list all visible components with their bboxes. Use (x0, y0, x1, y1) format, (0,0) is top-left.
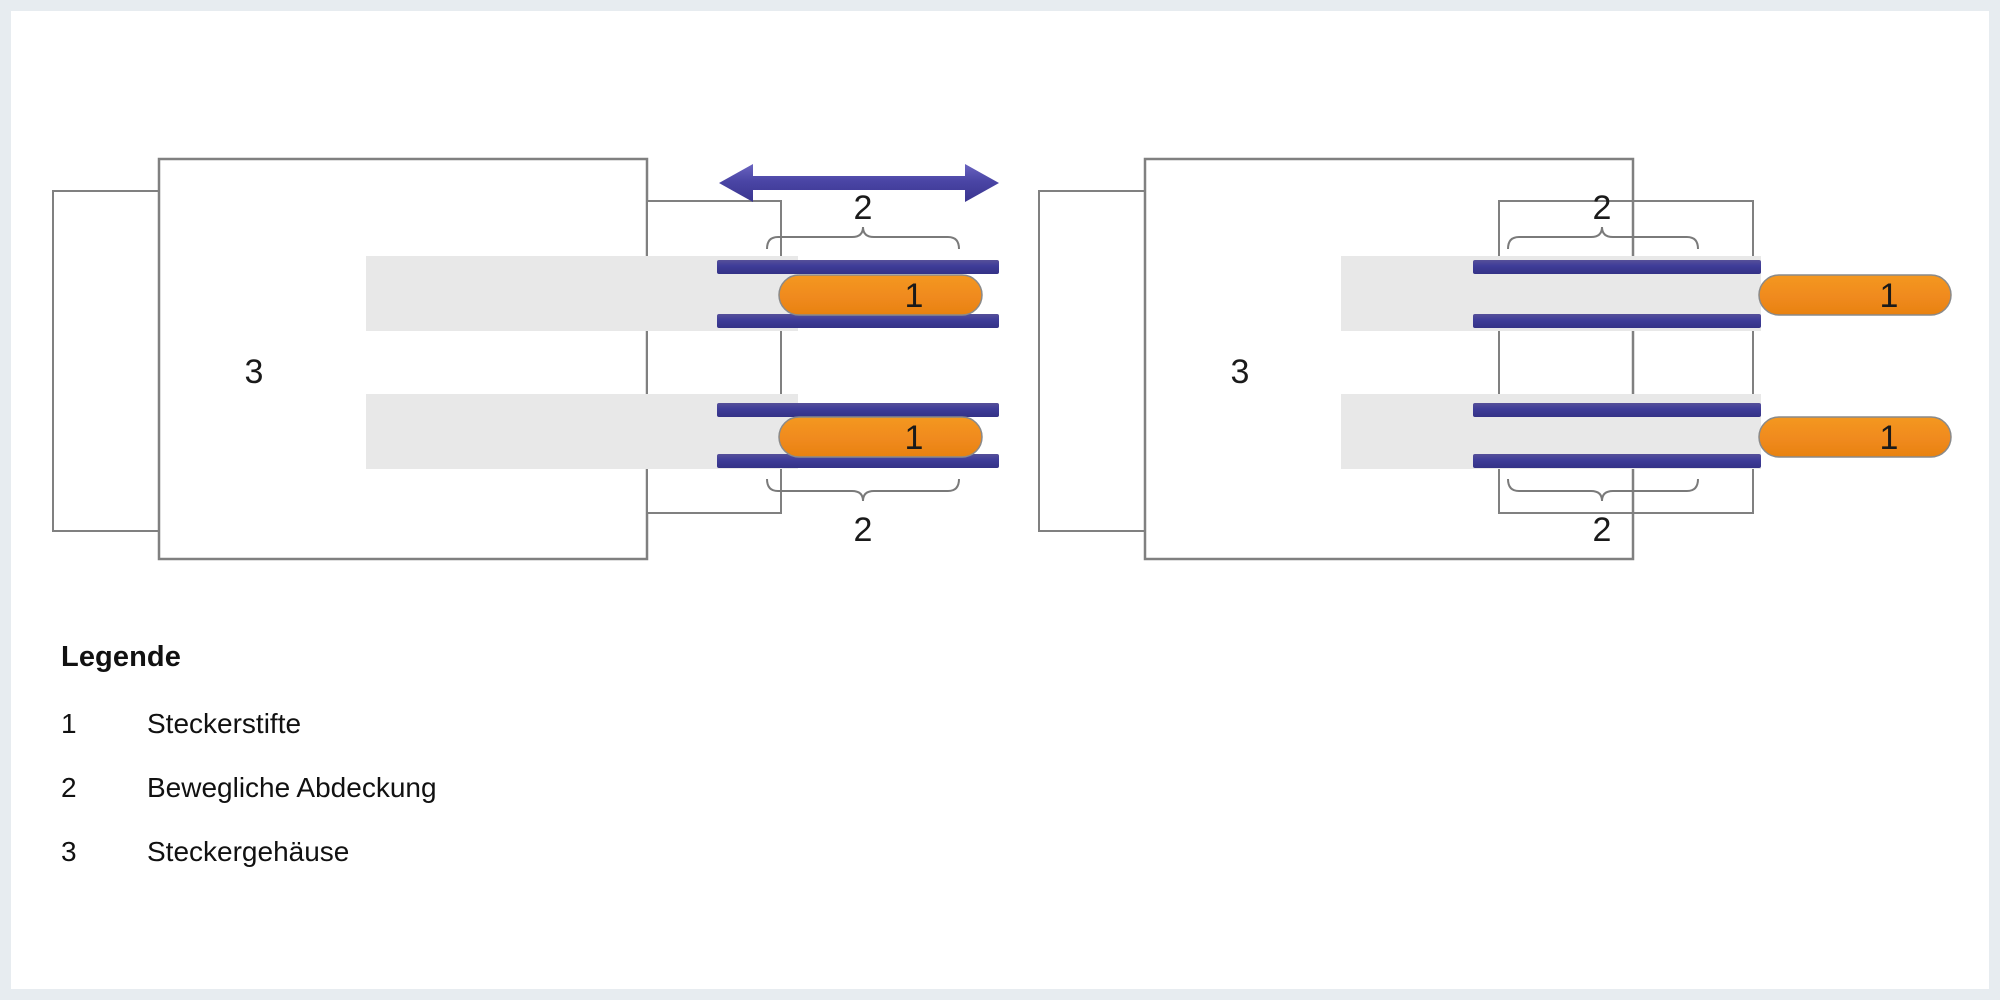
legend-title: Legende (61, 641, 181, 673)
left-housing-body (157, 157, 649, 561)
right-cover-brace-top (1507, 226, 1699, 250)
right-pin-upper-label: 1 (1880, 277, 1899, 315)
legend-item-key: 3 (61, 836, 77, 867)
right-assembly: 1 1 2 2 3 (1038, 157, 1952, 561)
left-cover-label-bottom: 2 (854, 511, 873, 549)
legend-item-label: Bewegliche Abdeckung (147, 772, 437, 803)
connector-diagram-figure: 1 1 2 2 (11, 11, 1989, 631)
legend-item: 1 Steckerstifte (61, 708, 961, 740)
right-pin-lower (1758, 416, 1952, 458)
left-pin-lower (778, 416, 983, 458)
legend-item-label: Steckergehäuse (147, 836, 350, 867)
left-housing-label: 3 (245, 353, 264, 391)
left-cover-brace-top (766, 226, 960, 250)
left-contact-bar-upper-top (717, 260, 999, 274)
right-contact-bar-lower-top (1473, 403, 1761, 417)
left-assembly: 1 1 2 2 (52, 157, 999, 561)
right-contact-bar-upper-top (1473, 260, 1761, 274)
right-housing-label: 3 (1231, 353, 1250, 391)
left-pin-upper-label: 1 (905, 277, 924, 315)
legend-item: 3 Steckergehäuse (61, 836, 961, 868)
right-cover-brace-bottom (1507, 478, 1699, 502)
right-pin-upper (1758, 274, 1952, 316)
left-contact-bar-upper-bottom (717, 314, 999, 328)
right-cover-label-bottom: 2 (1593, 511, 1612, 549)
cover-travel-arrow (719, 164, 999, 202)
right-contact-bar-lower-bottom (1473, 454, 1761, 468)
right-contact-bar-upper-bottom (1473, 314, 1761, 328)
legend-item-key: 1 (61, 708, 77, 739)
legend-block: Legende 1 Steckerstifte 2 Bewegliche Abd… (61, 641, 961, 900)
left-cover-brace-bottom (766, 478, 960, 502)
right-pin-lower-label: 1 (1880, 419, 1899, 457)
left-contact-bar-lower-top (717, 403, 999, 417)
diagram-svg: 1 1 2 2 (52, 157, 1952, 561)
legend-item-label: Steckerstifte (147, 708, 302, 739)
left-cover-label-top: 2 (854, 189, 873, 227)
legend-item-key: 2 (61, 772, 77, 803)
left-pin-lower-label: 1 (905, 419, 924, 457)
document-canvas: 1 1 2 2 (11, 11, 1989, 989)
right-cover-label-top: 2 (1593, 189, 1612, 227)
right-housing-body (1143, 157, 1635, 561)
left-pin-upper (778, 274, 983, 316)
right-movable-cover-outline (1498, 200, 1754, 514)
legend-item: 2 Bewegliche Abdeckung (61, 772, 961, 804)
